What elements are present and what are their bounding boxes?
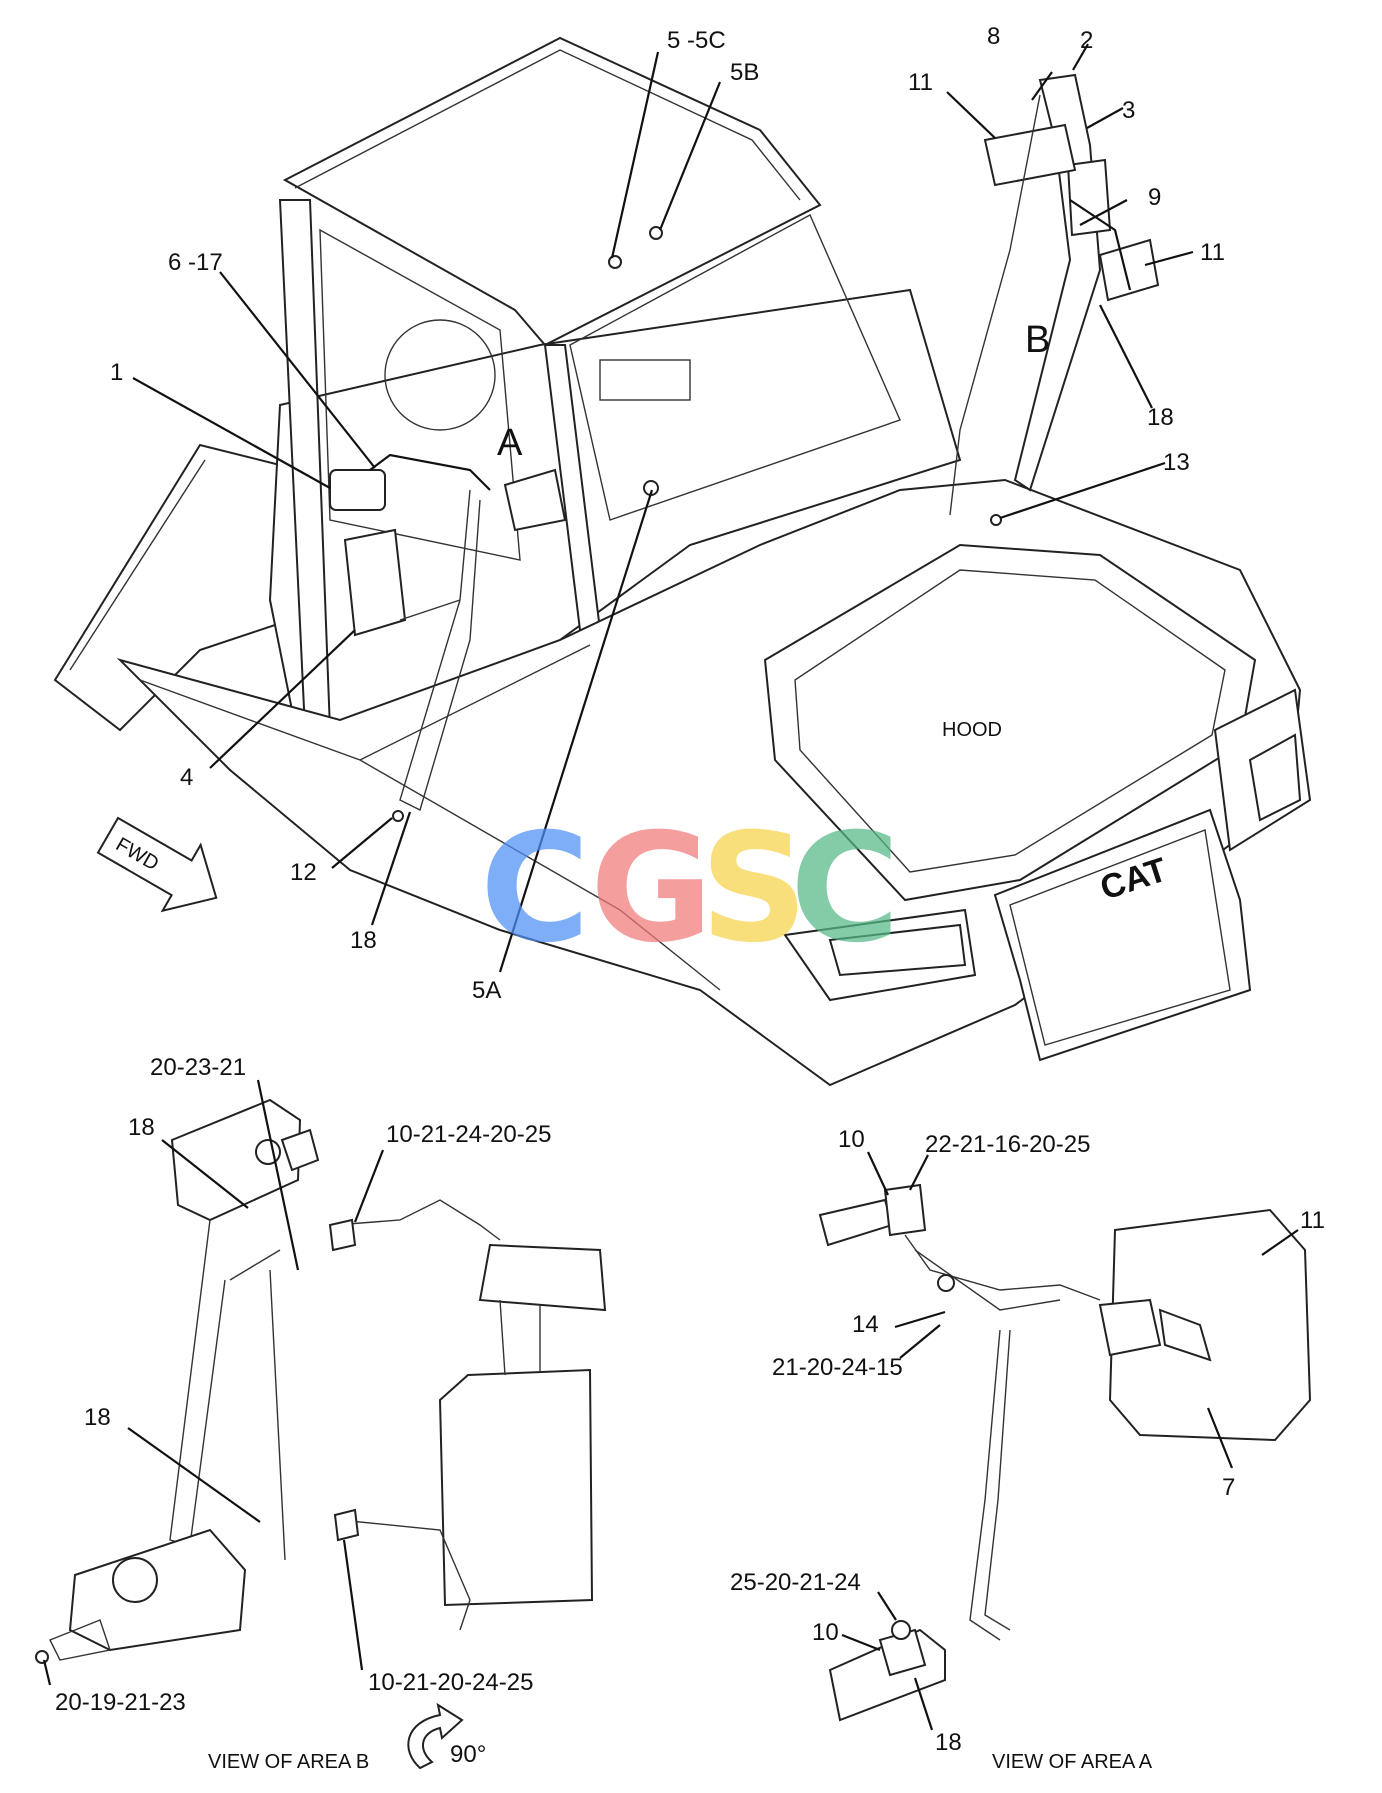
callouts-view-b: 20-23-21 18 10-21-24-20-25 18 20-19-21-2… bbox=[55, 1054, 551, 1773]
callout-b-18-a: 18 bbox=[128, 1114, 155, 1141]
cgsc-watermark: C G S C bbox=[480, 802, 900, 976]
callout-11-right: 11 bbox=[1200, 239, 1225, 266]
cab-illustration bbox=[53, 36, 1312, 1087]
callout-a-10-bottom: 10 bbox=[812, 1619, 839, 1646]
callout-11-top: 11 bbox=[908, 69, 933, 96]
view-area-a-illustration bbox=[818, 1183, 1312, 1722]
callout-18-mid: 18 bbox=[350, 927, 377, 954]
callout-8: 8 bbox=[987, 23, 1000, 50]
callout-6-17: 6 -17 bbox=[168, 249, 223, 276]
callout-5a: 5A bbox=[472, 977, 501, 1004]
watermark-letter-g: G bbox=[590, 802, 713, 976]
callout-a-18: 18 bbox=[935, 1729, 962, 1756]
area-b-label: B bbox=[1025, 319, 1050, 361]
callout-a-7: 7 bbox=[1222, 1474, 1235, 1501]
callouts-main: 5 -5C 5B 8 2 11 3 9 11 6 -17 1 18 13 4 1… bbox=[110, 23, 1225, 1004]
leader-lines-main bbox=[132, 43, 1194, 973]
callout-10-21-24-20-25: 10-21-24-20-25 bbox=[386, 1121, 551, 1148]
callout-20-19-21-23: 20-19-21-23 bbox=[55, 1689, 186, 1716]
callout-4: 4 bbox=[180, 764, 193, 791]
callout-5-5c: 5 -5C bbox=[667, 27, 726, 54]
callouts-view-a: 10 22-21-16-20-25 11 14 21-20-24-15 7 25… bbox=[730, 1126, 1325, 1773]
callout-13: 13 bbox=[1163, 449, 1190, 476]
rotate-90-icon: 90° bbox=[407, 1702, 486, 1770]
watermark-letter-c2: C bbox=[790, 802, 900, 976]
callout-12: 12 bbox=[290, 859, 317, 886]
callout-a-10-top: 10 bbox=[838, 1126, 865, 1153]
svg-text:90°: 90° bbox=[450, 1741, 486, 1768]
callout-10-21-20-24-25: 10-21-20-24-25 bbox=[368, 1669, 533, 1696]
watermark-letter-s: S bbox=[700, 802, 808, 976]
callout-2: 2 bbox=[1080, 27, 1093, 54]
leader-lines-view-a bbox=[841, 1151, 1299, 1731]
callout-a-14: 14 bbox=[852, 1311, 879, 1338]
view-area-a-caption: VIEW OF AREA A bbox=[992, 1751, 1153, 1773]
watermark-letter-c1: C bbox=[480, 802, 590, 976]
callout-5b: 5B bbox=[730, 59, 759, 86]
callout-a-11: 11 bbox=[1300, 1207, 1325, 1234]
view-area-b-illustration bbox=[35, 1098, 607, 1664]
forward-arrow-icon: FWD bbox=[96, 816, 218, 913]
callout-22-21-16-20-25: 22-21-16-20-25 bbox=[925, 1131, 1090, 1158]
hood-label: HOOD bbox=[942, 719, 1002, 741]
callout-9: 9 bbox=[1148, 184, 1161, 211]
leader-lines-view-b bbox=[42, 1079, 385, 1686]
view-area-b-caption: VIEW OF AREA B bbox=[208, 1751, 369, 1773]
callout-b-18-b: 18 bbox=[84, 1404, 111, 1431]
callout-3: 3 bbox=[1122, 97, 1135, 124]
callout-20-23-21: 20-23-21 bbox=[150, 1054, 246, 1081]
callout-1: 1 bbox=[110, 359, 123, 386]
callout-21-20-24-15: 21-20-24-15 bbox=[772, 1354, 903, 1381]
callout-25-20-21-24: 25-20-21-24 bbox=[730, 1569, 861, 1596]
callout-18-top: 18 bbox=[1147, 404, 1174, 431]
area-a-label: A bbox=[497, 422, 523, 464]
